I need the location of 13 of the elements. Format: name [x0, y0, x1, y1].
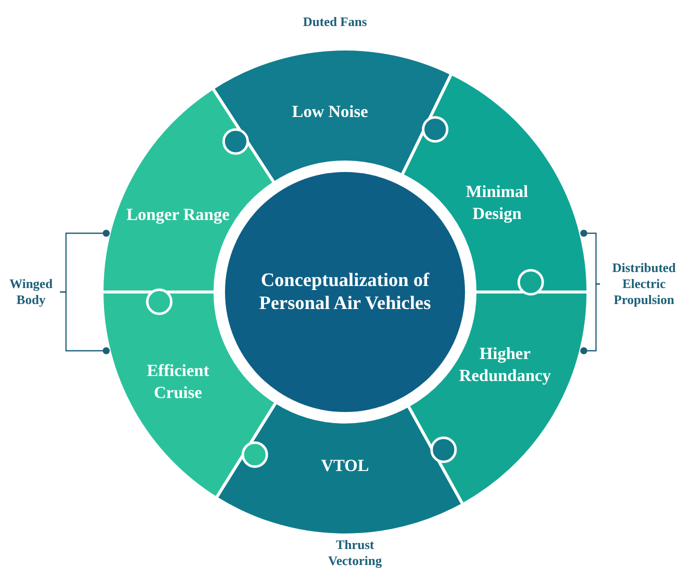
bracket-connector — [60, 291, 110, 354]
segment-label: Minimal Design — [464, 181, 530, 225]
segment-label: Longer Range — [126, 204, 230, 226]
bracket-connector — [580, 283, 600, 354]
side-label: Duted Fans — [302, 14, 368, 30]
side-label: Distributed Electric Propulsion — [611, 260, 677, 308]
segment-label: Low Noise — [290, 101, 370, 123]
segment-label: Higher Redundancy — [458, 343, 552, 387]
segment-label: Efficient Cruise — [146, 360, 210, 404]
center-title: Conceptualization of Personal Air Vehicles — [258, 269, 432, 315]
side-label: Winged Body — [8, 276, 54, 308]
side-label: Thrust Vectoring — [327, 537, 383, 569]
segment-label: VTOL — [320, 455, 370, 477]
